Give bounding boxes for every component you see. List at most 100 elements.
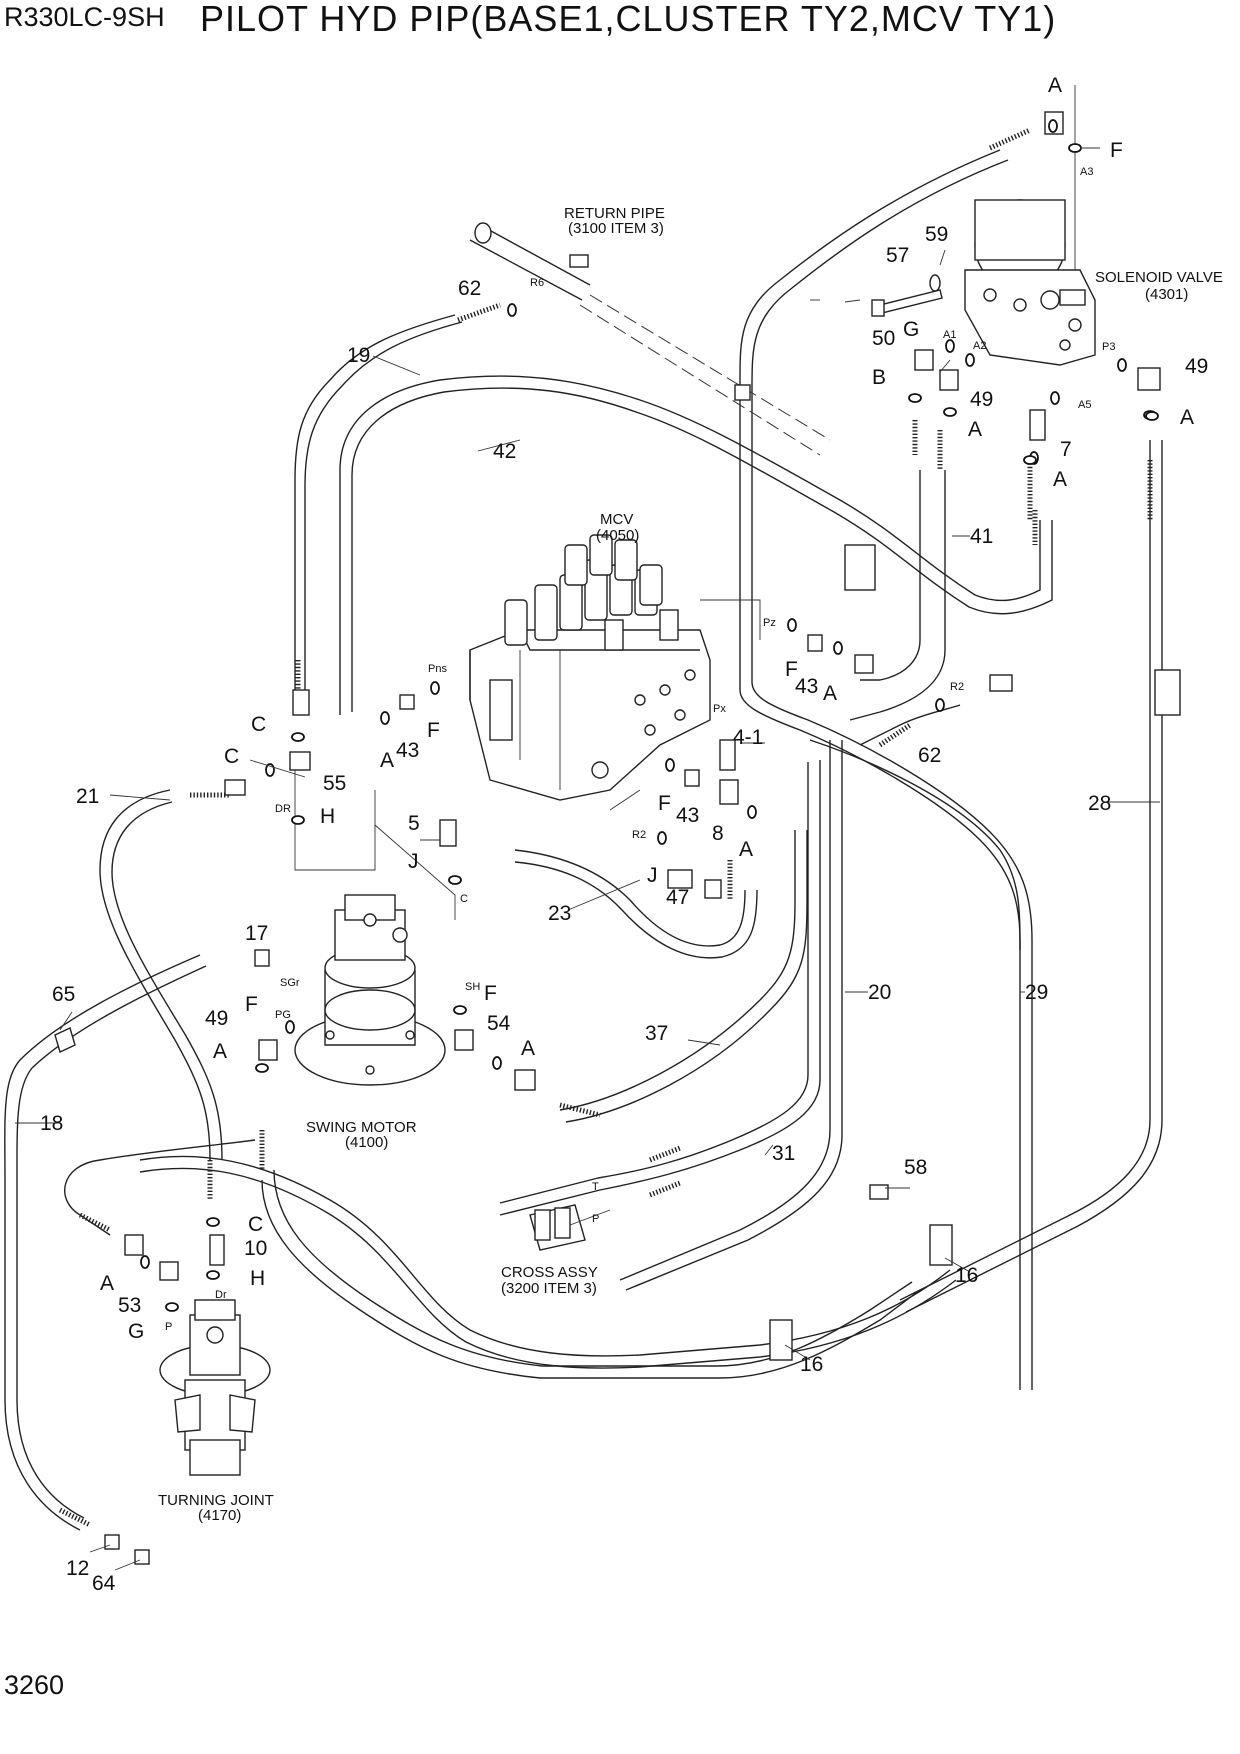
leader-lines (15, 147, 1160, 1571)
callout-64: G (128, 1320, 144, 1343)
callout-63: H (250, 1267, 265, 1290)
callout-34: A (739, 838, 753, 861)
pipe-20 (619, 740, 831, 1281)
pipe-28 (899, 440, 1151, 1301)
solenoid-valve-label: SOLENOID VALVE (1095, 269, 1223, 286)
callout-43: 17 (245, 922, 268, 945)
callout-17: 41 (970, 525, 993, 548)
callout-58: 16 (800, 1353, 823, 1376)
pipe-19 (294, 314, 456, 700)
mcv-label: MCV (600, 511, 633, 528)
callout-53: 65 (52, 983, 75, 1006)
port-px: Px (713, 703, 726, 715)
callout-24: A (380, 749, 394, 772)
port-r2-mcv: R2 (632, 829, 646, 841)
callout-32: 43 (676, 804, 699, 827)
callout-48: A (213, 1040, 227, 1063)
callout-60: 10 (244, 1237, 267, 1260)
return-pipe-end (474, 222, 751, 401)
port-r6: R6 (530, 277, 544, 289)
pipe-lower-loop (64, 1139, 256, 1236)
callout-2: F (1110, 139, 1123, 162)
callout-51: 20 (868, 981, 891, 1004)
callout-27: F (785, 658, 798, 681)
clamp-65 (54, 1027, 76, 1053)
callout-7: B (872, 366, 886, 389)
callout-5: 50 (872, 327, 895, 350)
pipe-top-main (739, 149, 1021, 1390)
solenoid-valve-ref: (4301) (1145, 286, 1188, 303)
callout-46: 49 (205, 1007, 228, 1030)
turning-joint-label: TURNING JOINT (158, 1492, 274, 1509)
port-p-cross: P (592, 1213, 599, 1225)
hose-sleeves (58, 127, 1153, 1528)
callout-45: 54 (487, 1012, 511, 1035)
fittings (104, 111, 1161, 1565)
solenoid-valve (964, 199, 1096, 366)
pipe-37 (559, 830, 796, 1111)
callout-36: 5 (408, 812, 420, 835)
port-a3: A3 (1080, 166, 1093, 178)
callout-25: 43 (396, 739, 419, 762)
pipe-31 (499, 760, 821, 1216)
pipe-23 (514, 849, 746, 947)
callout-11: 7 (1060, 438, 1072, 461)
callout-50: 37 (645, 1022, 668, 1045)
callout-13: A (1053, 468, 1067, 491)
callout-15: 19 (347, 344, 370, 367)
callout-54: 18 (40, 1112, 63, 1135)
callout-12: A (968, 418, 982, 441)
return-pipe-label: RETURN PIPE (564, 205, 665, 222)
pipe-41 (860, 470, 921, 681)
callout-65: 12 (66, 1557, 89, 1580)
bolt-57 (871, 274, 943, 317)
callout-38: 23 (548, 902, 571, 925)
callout-62: 53 (118, 1294, 141, 1317)
callout-44: F (484, 982, 497, 1005)
component-captions: RETURN PIPE (3100 ITEM 3) SOLENOID VALVE… (158, 205, 1223, 1524)
port-dr-tj: Dr (215, 1289, 227, 1301)
port-t: T (592, 1181, 599, 1193)
port-a2: A2 (973, 340, 986, 352)
callout-31: F (658, 792, 671, 815)
turning-joint-ref: (4170) (198, 1507, 241, 1524)
callout-47: F (245, 993, 258, 1016)
callout-66: 64 (92, 1572, 116, 1595)
callout-23: 21 (76, 785, 99, 808)
callout-52: 29 (1025, 981, 1048, 1004)
model-number: R330LC-9SH (4, 2, 165, 32)
pipe-21 (99, 789, 211, 1161)
callout-21: 55 (323, 772, 346, 795)
page-title: PILOT HYD PIP(BASE1,CLUSTER TY2,MCV TY1) (200, 0, 1057, 39)
port-r2-right: R2 (950, 681, 964, 693)
callout-33: 8 (712, 822, 724, 845)
port-pz: Pz (763, 617, 776, 629)
port-p3: P3 (1102, 341, 1115, 353)
callout-37: J (408, 850, 419, 873)
mcv-ref: (4050) (596, 527, 639, 544)
pipe-18 (4, 954, 201, 1531)
callout-56: 58 (904, 1156, 927, 1179)
turning-joint (159, 1299, 271, 1476)
callout-4: 57 (886, 244, 909, 267)
callout-16: 42 (493, 440, 516, 463)
callout-39: J (647, 864, 658, 887)
callout-3: 59 (925, 223, 948, 246)
page-number: 3260 (4, 1670, 65, 1700)
callout-20: C (224, 745, 239, 768)
callout-28: 43 (795, 675, 818, 698)
port-sgr: SGr (280, 977, 300, 989)
port-c: C (460, 893, 468, 905)
cross-assy-ref: (3200 ITEM 3) (501, 1280, 597, 1297)
port-a1: A1 (943, 329, 956, 341)
callout-8: 49 (1185, 355, 1208, 378)
pipe-42 (339, 375, 1041, 715)
callout-42: 28 (1088, 792, 1111, 815)
callout-labels: A F 59 57 50 G B 49 49 A 7 A A 62 19 42 … (40, 74, 1208, 1595)
callout-22: H (320, 805, 335, 828)
port-a5: A5 (1078, 399, 1091, 411)
callout-1: A (1048, 74, 1062, 97)
return-pipe (479, 224, 591, 286)
callout-29: A (823, 682, 837, 705)
port-dr: DR (275, 803, 291, 815)
